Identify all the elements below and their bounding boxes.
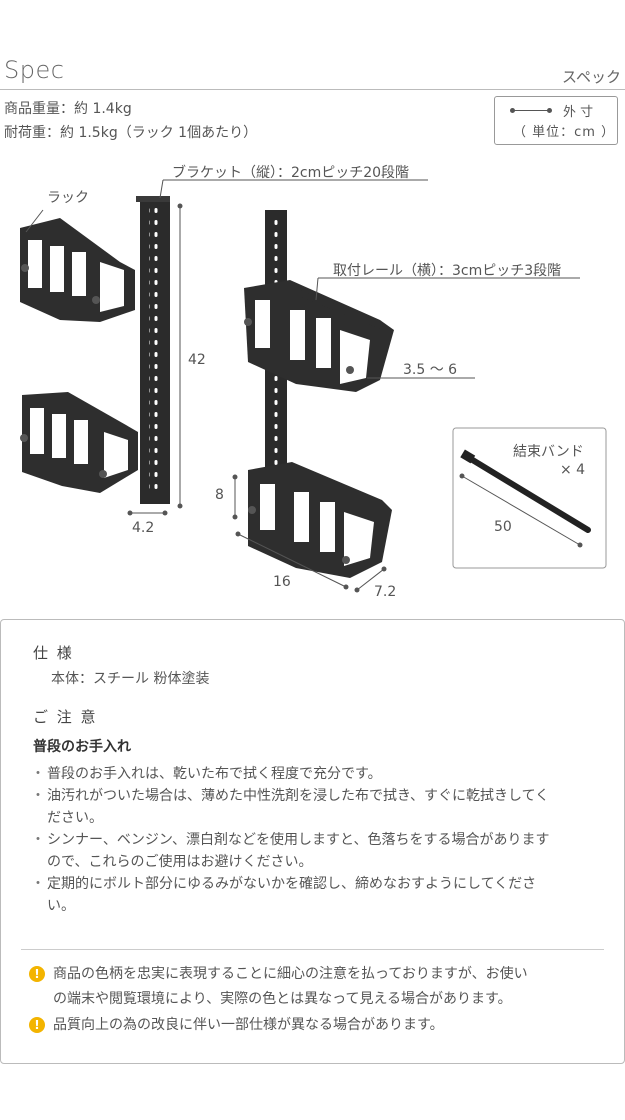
dim-rack-height: 8 — [215, 487, 224, 503]
spec-subtitle: スペック — [562, 68, 621, 86]
product-diagram — [20, 179, 607, 593]
warning-icon: ! — [29, 1017, 45, 1033]
dim-rack-depth: 7.2 — [374, 584, 397, 600]
dim-bracket-width: 4.2 — [132, 520, 155, 536]
rail-label: 取付レール（横）：3cmピッチ3段階 — [333, 263, 562, 279]
left-bracket — [136, 196, 170, 504]
warning-line: 商品の色柄を忠実に表現することに細心の注意を払っておりますが、お使い — [53, 966, 528, 982]
legend-dot-right — [547, 108, 552, 113]
notes-divider — [21, 949, 604, 950]
care-title: 普段のお手入れ — [33, 739, 131, 755]
left-rack-upper — [20, 218, 135, 322]
care-list: ・ 普段のお手入れは、乾いた布で拭く程度で充分です。 ・ 油汚れがついた場合は、… — [31, 763, 606, 917]
load-capacity: 耐荷重：約 1.5kg（ラック 1個あたり） — [4, 125, 258, 141]
spec-title: Spec — [4, 56, 65, 84]
notes-panel: 仕 様 本体：スチール 粉体塗装 ご 注 意 普段のお手入れ ・ 普段のお手入れ… — [0, 619, 625, 1064]
list-item-line: い。 — [47, 898, 75, 914]
legend-label: 外 寸 — [563, 105, 594, 120]
list-item-line: 油汚れがついた場合は、薄めた中性洗剤を浸した布で拭き、すぐに乾拭きしてく — [47, 788, 550, 804]
list-item: ・ 定期的にボルト部分にゆるみがないかを確認し、締めなおすようにしてくださ い。 — [31, 873, 606, 917]
legend-unit: （ 単位：cm ） — [513, 125, 616, 140]
warning-item: ! 品質向上の為の改良に伴い一部仕様が異なる場合があります。 — [29, 1013, 604, 1038]
list-item: ・ シンナー、ベンジン、漂白剤などを使用しますと、色落ちをする場合があります の… — [31, 829, 606, 873]
band-length: 50 — [494, 519, 512, 535]
dim-height: 42 — [188, 352, 206, 368]
rack-label: ラック — [47, 190, 89, 206]
list-item-line: ので、これらのご使用はお避けください。 — [47, 854, 313, 870]
dimension-lines — [25, 179, 581, 591]
list-item-line: 普段のお手入れは、乾いた布で拭く程度で充分です。 — [47, 766, 382, 782]
list-item-line: 定期的にボルト部分にゆるみがないかを確認し、締めなおすようにしてくださ — [47, 876, 537, 892]
dimension-dots — [127, 203, 583, 593]
warning-icon: ! — [29, 966, 45, 982]
band-count: × 4 — [560, 462, 586, 478]
warning-item: ! 商品の色柄を忠実に表現することに細心の注意を払っておりますが、お使い の端末… — [29, 962, 604, 1012]
legend-line — [512, 110, 548, 111]
dim-rack-width: 16 — [273, 574, 291, 590]
cable-tie-box — [452, 427, 607, 569]
product-weight: 商品重量：約 1.4kg — [4, 101, 132, 117]
right-rack-upper — [244, 280, 394, 392]
warning-line: 品質向上の為の改良に伴い一部仕様が異なる場合があります。 — [53, 1017, 444, 1033]
dimension-legend: 外 寸 （ 単位：cm ） — [494, 96, 618, 145]
dim-rail: 3.5 ～ 6 — [403, 362, 458, 378]
left-rack-lower — [20, 392, 138, 493]
header-divider — [0, 89, 625, 90]
caution-section-title: ご 注 意 — [33, 708, 98, 726]
list-item-line: ださい。 — [47, 810, 103, 826]
bracket-label: ブラケット（縦）：2cmピッチ20段階 — [172, 165, 410, 181]
band-label: 結束バンド — [513, 444, 584, 460]
spec-material: 本体：スチール 粉体塗装 — [51, 671, 210, 687]
list-item-line: シンナー、ベンジン、漂白剤などを使用しますと、色落ちをする場合があります — [47, 832, 550, 848]
warning-line: の端末や閲覧環境により、実際の色とは異なって見える場合があります。 — [53, 991, 512, 1007]
list-item: ・ 油汚れがついた場合は、薄めた中性洗剤を浸した布で拭き、すぐに乾拭きしてく だ… — [31, 785, 606, 829]
spec-section-title: 仕 様 — [33, 644, 74, 662]
right-rack-lower — [248, 462, 392, 578]
list-item: ・ 普段のお手入れは、乾いた布で拭く程度で充分です。 — [31, 763, 606, 785]
